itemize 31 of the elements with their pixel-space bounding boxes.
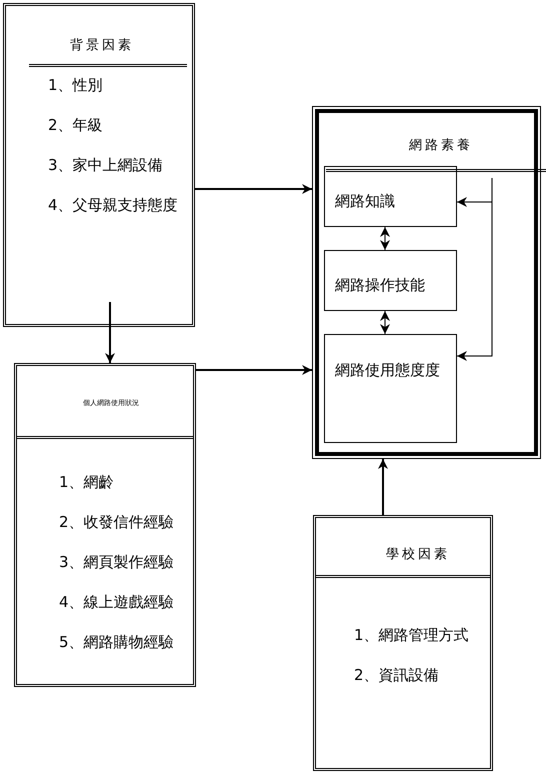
arrow xyxy=(380,310,390,334)
box-heading: 背景因素 xyxy=(70,37,134,55)
list-item: 3、網頁製作經驗 xyxy=(59,553,174,571)
arrow xyxy=(378,459,388,515)
factor-box xyxy=(14,363,196,687)
list-item: 4、線上遊戲經驗 xyxy=(59,593,174,611)
box-heading: 學校因素 xyxy=(386,546,450,564)
box-label: 網路操作技能 xyxy=(335,276,425,294)
box-label: 網路知識 xyxy=(335,192,395,210)
list-item: 5、網路購物經驗 xyxy=(59,633,174,651)
list-item: 1、網齡 xyxy=(59,473,114,491)
process-box xyxy=(324,166,457,227)
list-item: 1、性別 xyxy=(48,76,103,94)
arrow xyxy=(105,302,115,363)
list-item: 1、網路管理方式 xyxy=(354,626,469,644)
process-box xyxy=(324,334,457,443)
list-item: 2、收發信件經驗 xyxy=(59,513,174,531)
factor-box xyxy=(3,3,195,327)
arrow xyxy=(195,184,312,194)
arrow xyxy=(380,226,390,250)
list-item: 3、家中上網設備 xyxy=(48,156,163,174)
list-item: 4、父母親支持態度 xyxy=(48,196,178,214)
box-heading: 網路素養 xyxy=(409,137,473,155)
box-label: 網路使用態度度 xyxy=(335,361,440,379)
list-item: 2、資訊設備 xyxy=(354,666,439,684)
process-box xyxy=(324,250,457,311)
group-box xyxy=(312,106,541,459)
arrow xyxy=(456,178,492,361)
list-item: 2、年級 xyxy=(48,116,103,134)
arrow xyxy=(196,365,312,375)
factor-box xyxy=(313,515,493,771)
